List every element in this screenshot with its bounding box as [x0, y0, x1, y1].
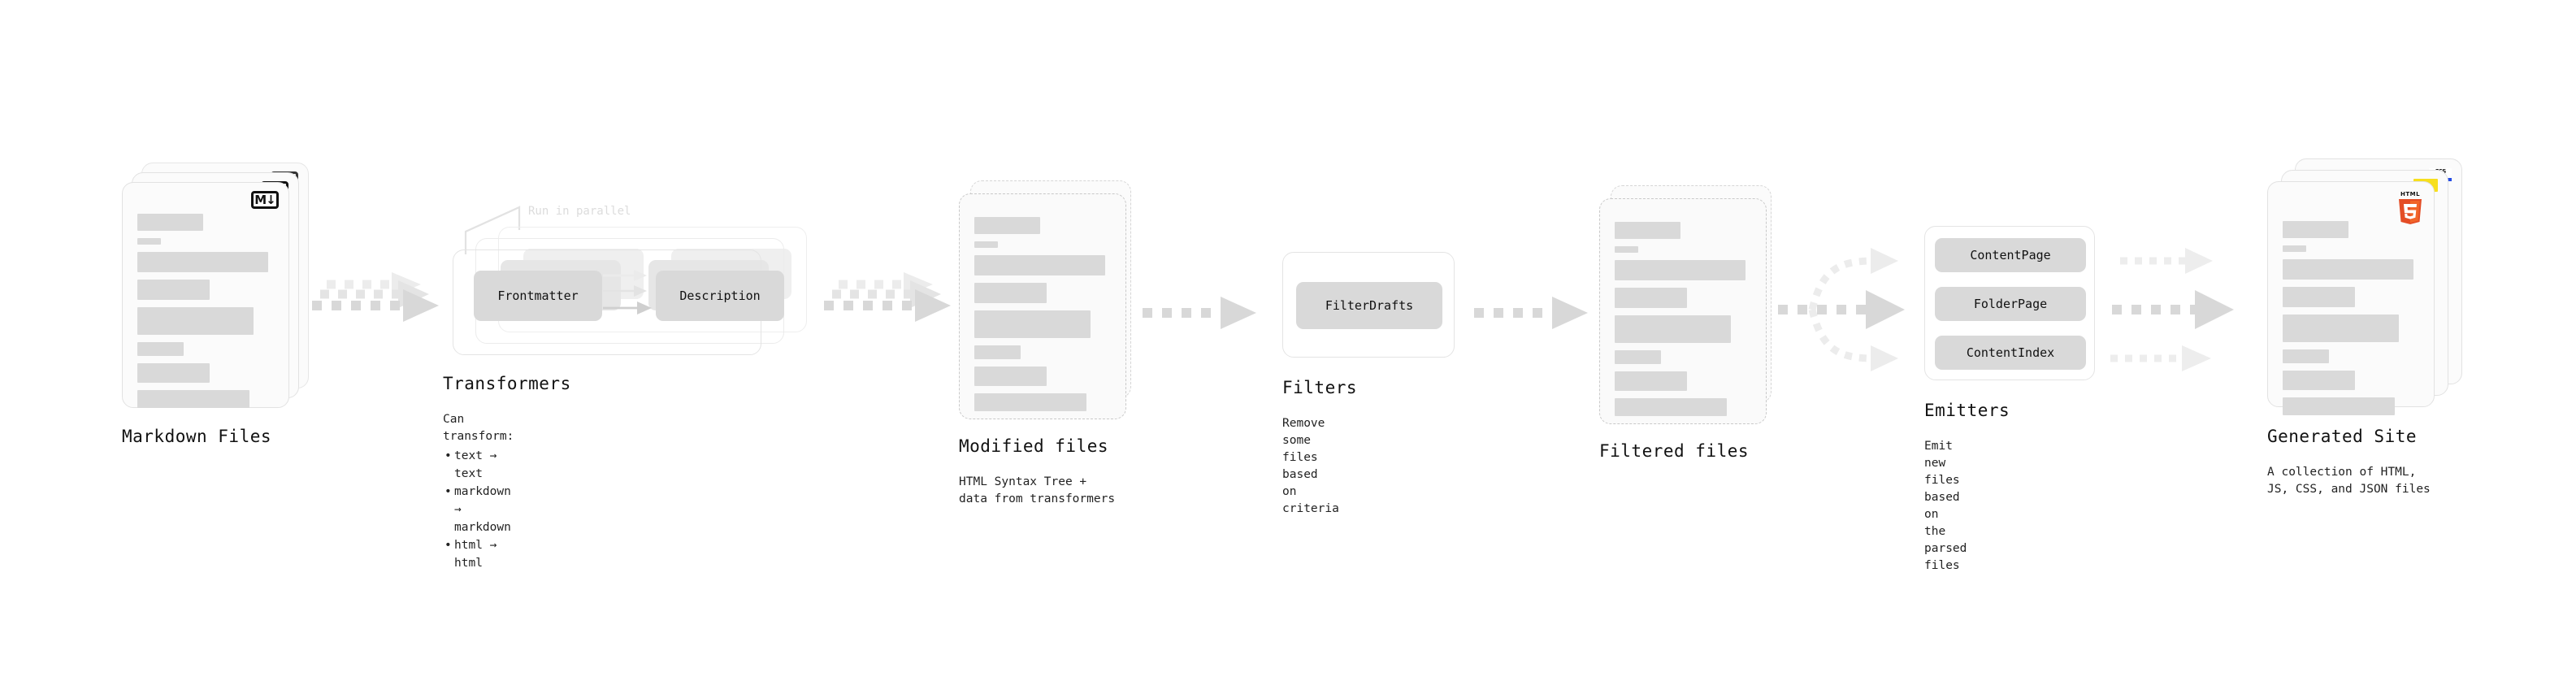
stage-sub-generated-site: A collection of HTML, JS, CSS, and JSON … — [2267, 466, 2431, 496]
markdown-card-stack: M↓ M↓ M↓ — [122, 163, 309, 408]
transformer-node-frontmatter[interactable]: Frontmatter — [474, 271, 602, 321]
transformer-node-description[interactable]: Description — [656, 271, 784, 321]
bullet-markdown-to-markdown: markdown → markdown — [445, 483, 514, 536]
emitters-box[interactable]: ContentPage FolderPage ContentIndex — [1924, 226, 2095, 380]
placeholder-lines — [1615, 222, 1751, 423]
stage-caption-modified-files: Modified files — [959, 436, 1109, 456]
transformer-inner-arrows — [601, 266, 715, 339]
bullet-text-to-text: text → text — [445, 447, 514, 483]
transformers-sub-heading: Can transform: — [443, 413, 514, 443]
connector-emitters-to-site — [2109, 232, 2263, 386]
stage-sub-modified-files: HTML Syntax Tree + data from transformer… — [959, 475, 1116, 505]
stage-caption-filtered-files: Filtered files — [1599, 441, 1750, 461]
transformers-bullet-list: text → text markdown → markdown html → h… — [443, 447, 514, 572]
stage-markdown-files: M↓ M↓ M↓ Markdown Files — [122, 163, 309, 446]
connector-filtered-to-emitters — [1776, 232, 1923, 386]
stage-caption-filters: Filters — [1282, 378, 1358, 397]
stage-generated-site: CSS HTML — [2267, 158, 2462, 496]
stage-caption-markdown-files: Markdown Files — [122, 427, 272, 446]
run-in-parallel-bracket — [454, 191, 617, 256]
stage-sub-transformers: Can transform: text → text markdown → ma… — [443, 411, 514, 572]
stage-caption-transformers: Transformers — [443, 374, 571, 393]
connector-transformers-to-modified — [819, 268, 957, 341]
stage-caption-generated-site: Generated Site — [2267, 427, 2418, 446]
connector-markdown-to-transformers — [307, 268, 445, 341]
run-in-parallel-label: Run in parallel — [528, 205, 631, 218]
connector-modified-to-filters — [1138, 288, 1268, 337]
connector-filters-to-filtered — [1469, 288, 1599, 337]
emitter-node-folderpage[interactable]: FolderPage — [1935, 287, 2086, 321]
markdown-file-card-front[interactable]: M↓ — [122, 182, 289, 408]
site-file-card-html[interactable]: HTML — [2267, 181, 2435, 415]
stage-modified-files: Modified files HTML Syntax Tree + data f… — [959, 180, 1138, 505]
placeholder-lines — [137, 214, 274, 415]
filtered-card-stack — [1599, 185, 1778, 424]
stage-caption-emitters: Emitters — [1924, 401, 2010, 420]
stage-sub-filters: Remove some files based on criteria — [1282, 417, 1339, 515]
emitter-node-contentpage[interactable]: ContentPage — [1935, 238, 2086, 272]
modified-card-stack — [959, 180, 1138, 419]
markdown-badge-icon: M↓ — [251, 191, 279, 209]
html5-badge-icon: HTML — [2395, 189, 2426, 224]
modified-file-card-front[interactable] — [959, 193, 1126, 419]
stage-sub-emitters: Emit new files based on the parsed files — [1924, 440, 1967, 572]
svg-text:HTML: HTML — [2400, 191, 2420, 197]
site-card-stack: CSS HTML — [2267, 158, 2462, 415]
filter-node-filterdrafts[interactable]: FilterDrafts — [1296, 282, 1442, 329]
stage-filtered-files: Filtered files — [1599, 185, 1778, 461]
filters-box[interactable]: FilterDrafts — [1282, 252, 1455, 358]
filtered-file-card-front[interactable] — [1599, 198, 1767, 424]
emitter-node-contentindex[interactable]: ContentIndex — [1935, 336, 2086, 370]
placeholder-lines — [2283, 221, 2419, 423]
bullet-html-to-html: html → html — [445, 536, 514, 572]
placeholder-lines — [974, 217, 1111, 419]
